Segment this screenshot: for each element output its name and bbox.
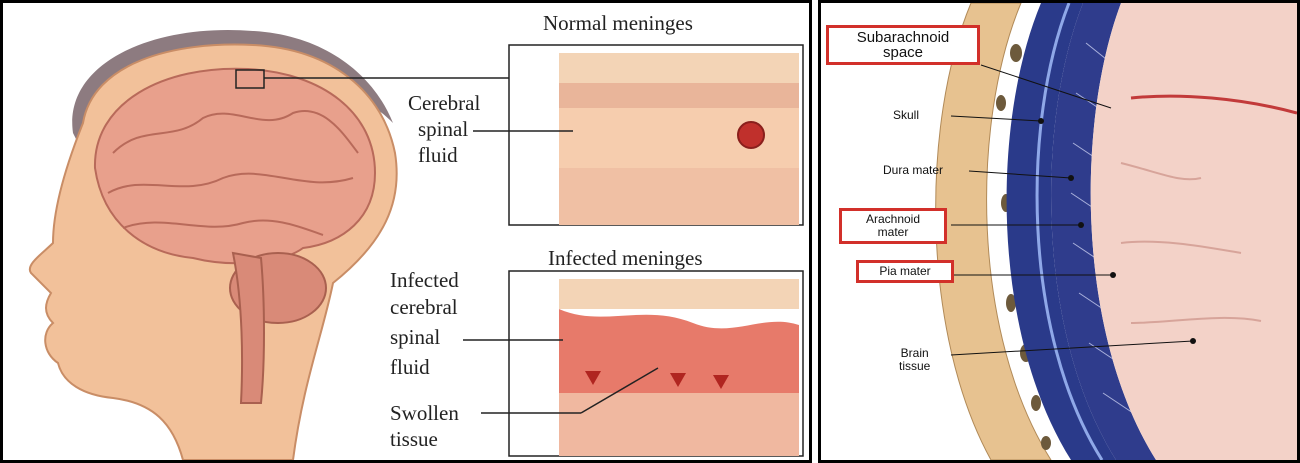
csf-label-line3: fluid (418, 143, 458, 168)
infected-csf-label-line3: spinal (390, 325, 440, 350)
normal-brain-layer (559, 168, 799, 225)
infected-csf-label-line4: fluid (390, 355, 430, 380)
csf-label-line2: spinal (418, 117, 468, 142)
csf-label-line1: Cerebral (408, 91, 480, 116)
left-diagram-panel: Normal meninges Cerebral spinal fluid In… (0, 0, 812, 463)
right-diagram-panel: Subarachnoid space Skull Dura mater Arac… (818, 0, 1300, 463)
brain-shape (95, 69, 375, 263)
infected-csf-label-line1: Infected (390, 268, 459, 293)
pia-mater-label: Pia mater (856, 260, 954, 283)
swollen-label-line1: Swollen (390, 401, 459, 426)
dura-mater-label: Dura mater (883, 164, 943, 177)
infected-skull-layer (559, 279, 799, 309)
brain-tissue-label: Brain tissue (899, 347, 930, 373)
arachnoid-mater-label: Arachnoid mater (839, 208, 947, 244)
skull-label: Skull (893, 109, 919, 122)
normal-meninges-title: Normal meninges (543, 11, 693, 36)
infected-meninges-title: Infected meninges (548, 246, 703, 271)
infected-brain-layer (559, 393, 799, 456)
head-illustration (3, 3, 809, 460)
swollen-label-line2: tissue (390, 427, 438, 452)
normal-dura-layer (559, 83, 799, 108)
normal-skull-layer (559, 53, 799, 83)
subarachnoid-space-label: Subarachnoid space (826, 25, 980, 65)
brain-label-line2: tissue (899, 360, 930, 373)
normal-vessel (738, 122, 764, 148)
subarachnoid-label-line1: Subarachnoid (835, 30, 971, 45)
subarachnoid-label-line2: space (835, 45, 971, 60)
infected-csf-label-line2: cerebral (390, 295, 458, 320)
arachnoid-label-line2: mater (848, 226, 938, 239)
